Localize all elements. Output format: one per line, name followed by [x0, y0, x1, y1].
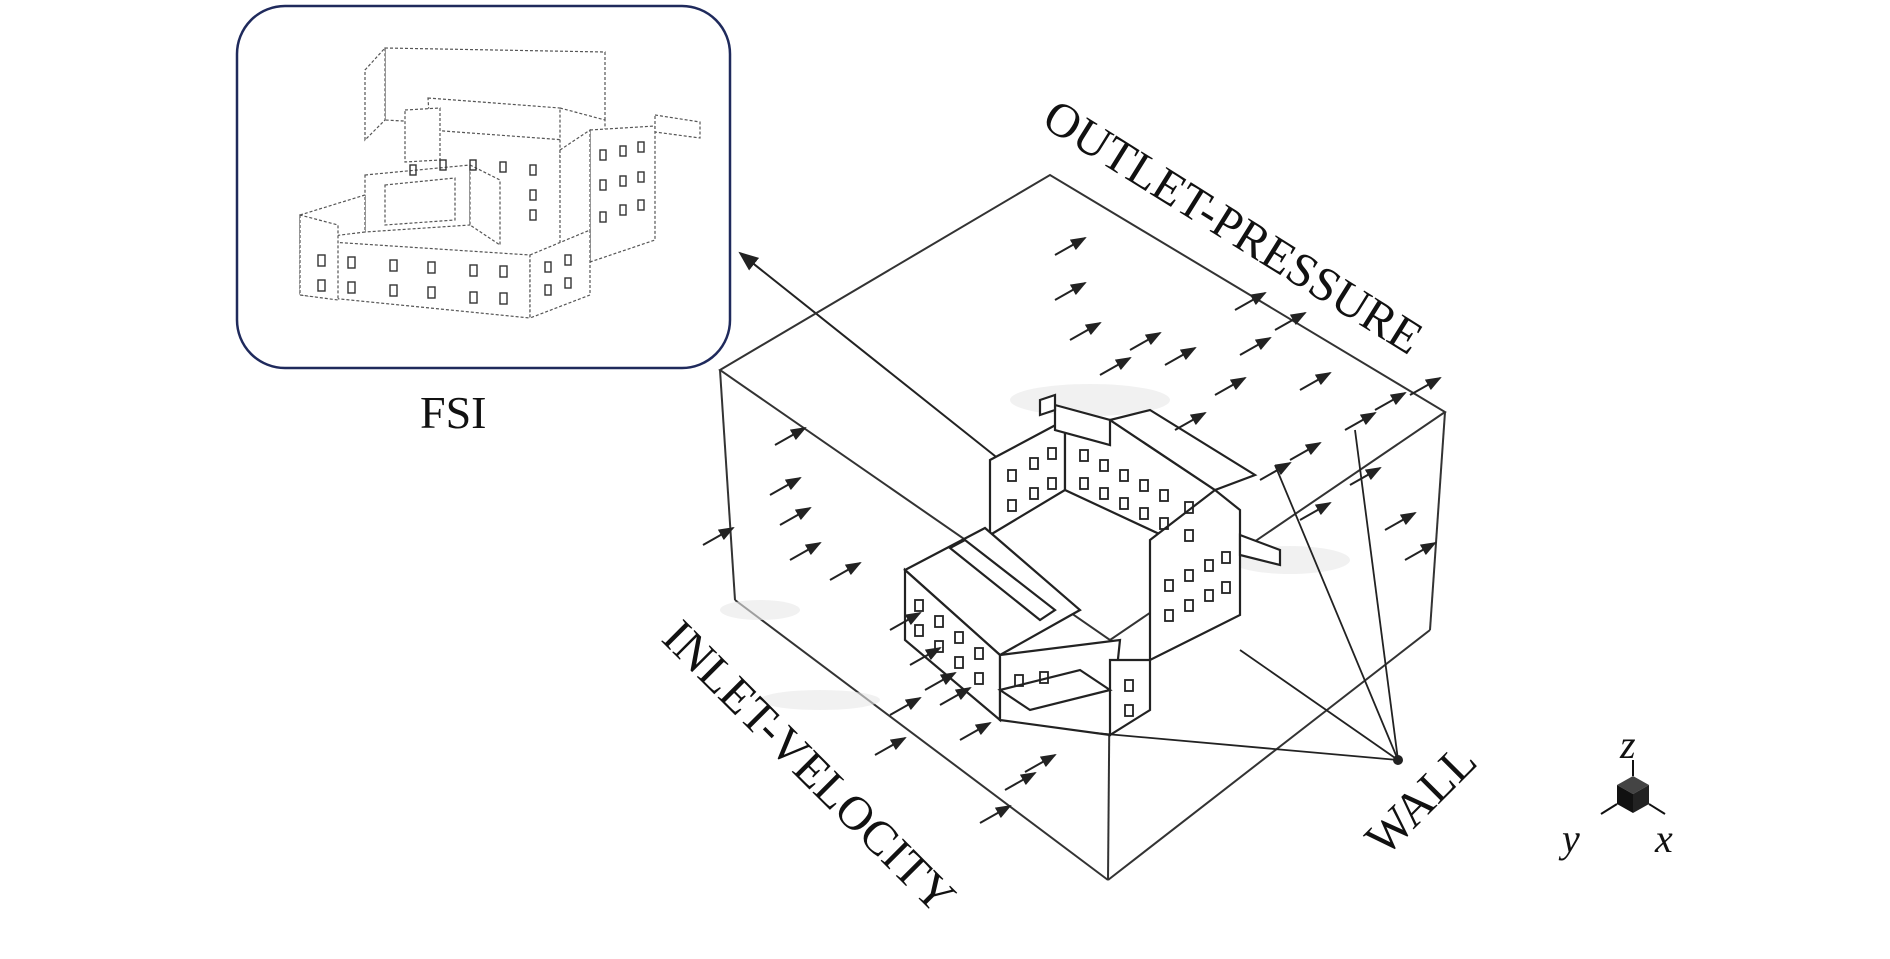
flow-arrow: [1054, 282, 1087, 301]
flow-arrow: [1214, 377, 1247, 396]
inset-caption: FSI: [420, 387, 486, 438]
flow-arrow: [1234, 292, 1267, 311]
flow-arrow: [702, 527, 735, 546]
flow-arrow: [1174, 412, 1207, 431]
building-wireframe-icon: [299, 46, 701, 319]
inlet-velocity-label: INLET-VELOCITY: [652, 610, 965, 923]
flow-arrow: [1099, 357, 1132, 376]
inset-windows: [317, 141, 645, 305]
axis-z-label: z: [1619, 722, 1636, 767]
flow-arrow: [1129, 332, 1162, 351]
flow-arrow: [889, 697, 922, 716]
domain-building-windows: [914, 447, 1231, 717]
axis-cube-icon: [1600, 760, 1666, 815]
wall-leader-node: [1393, 755, 1403, 765]
wall-leader-lines: [1094, 429, 1399, 761]
flow-arrow: [789, 542, 822, 561]
flow-arrow: [1384, 512, 1417, 531]
flow-arrow: [1274, 312, 1307, 331]
axis-y-label: y: [1558, 816, 1580, 861]
flow-arrow: [1069, 322, 1102, 341]
flow-arrow: [1344, 412, 1377, 431]
flow-arrow: [1239, 337, 1272, 356]
flow-arrow: [939, 687, 972, 706]
flow-arrow: [924, 672, 957, 691]
flow-arrows: [702, 237, 1442, 824]
flow-arrow: [1299, 502, 1332, 521]
flow-arrow: [1404, 542, 1437, 561]
flow-arrow: [774, 427, 807, 446]
flow-arrow: [889, 612, 922, 631]
flow-arrow: [1259, 462, 1292, 481]
flow-arrow: [1004, 772, 1037, 791]
flow-arrow: [874, 737, 907, 756]
flow-arrow: [1409, 377, 1442, 396]
flow-arrow: [979, 805, 1012, 824]
flow-arrow: [959, 722, 992, 741]
inset-leader-arrow: [738, 251, 1001, 461]
flow-arrow: [1024, 754, 1057, 773]
flow-arrow: [909, 647, 942, 666]
flow-arrow: [1374, 392, 1407, 411]
domain-building: [903, 393, 1282, 737]
wall-label: WALL: [1355, 734, 1487, 866]
flow-arrow: [829, 562, 862, 581]
axis-x-label: x: [1654, 816, 1673, 861]
flow-arrow: [1054, 237, 1087, 256]
flow-arrow: [769, 477, 802, 496]
flow-arrow: [1164, 347, 1197, 366]
flow-arrow: [779, 507, 812, 526]
outlet-pressure-label: OUTLET-PRESSURE: [1034, 89, 1432, 365]
flow-arrow: [1299, 372, 1332, 391]
flow-arrow: [1289, 442, 1322, 461]
flow-arrow: [1349, 467, 1382, 486]
